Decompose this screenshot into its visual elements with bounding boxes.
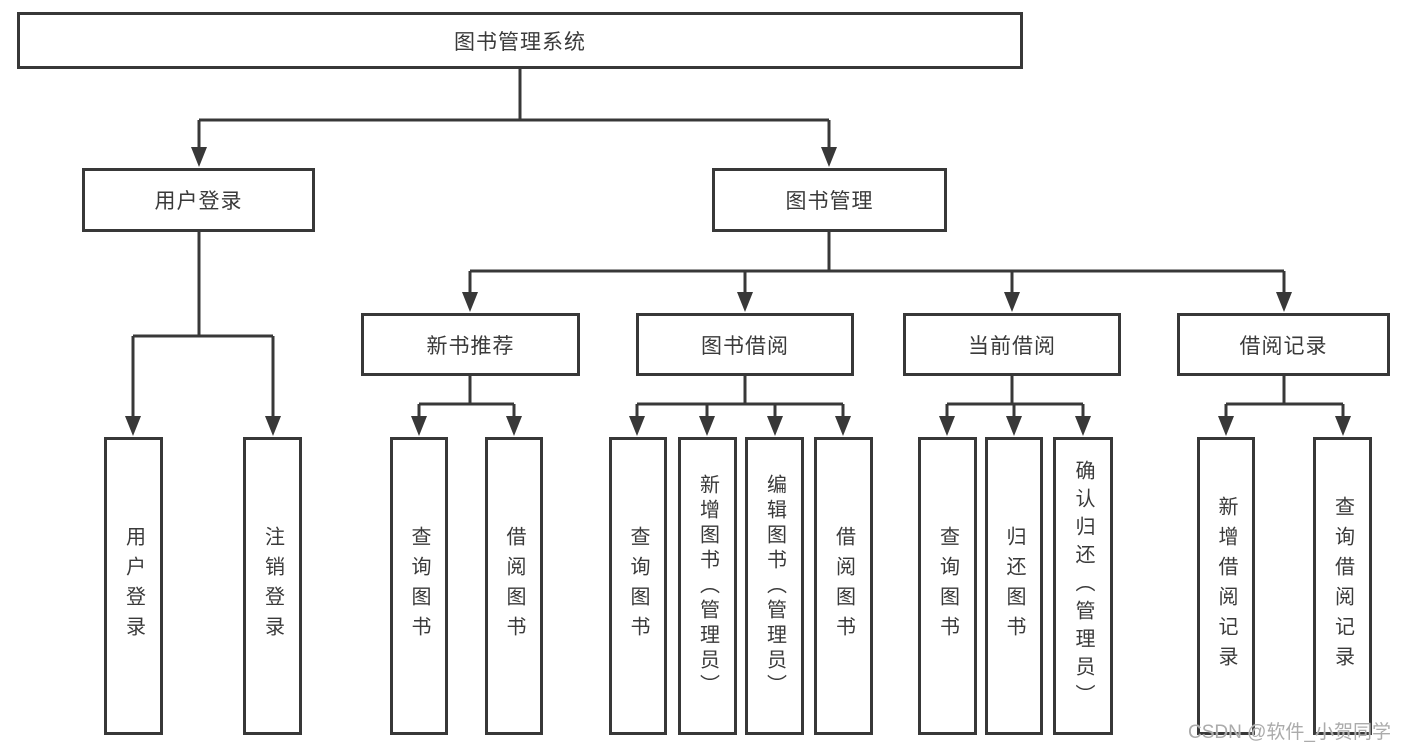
leaf-confirm-return-admin-label: 确认归还（管理员）	[1072, 460, 1094, 712]
leaf-logout-label: 注销登录	[261, 526, 284, 646]
leaf-query-books-3-label: 查询图书	[936, 526, 959, 646]
leaf-return-books: 归还图书	[985, 437, 1043, 735]
leaf-add-borrow-record-label: 新增借阅记录	[1215, 496, 1237, 676]
leaf-borrow-books-1-label: 借阅图书	[503, 526, 525, 646]
leaf-user-login-label: 用户登录	[122, 526, 145, 646]
leaf-return-books-label: 归还图书	[1003, 526, 1025, 646]
arrowhead-icons	[125, 147, 1351, 436]
node-new-book-recommend-label: 新书推荐	[426, 334, 515, 358]
node-book-borrowing-label: 图书借阅	[701, 334, 789, 358]
leaf-borrow-books-1: 借阅图书	[485, 437, 543, 735]
leaf-add-borrow-record: 新增借阅记录	[1197, 437, 1255, 735]
leaf-borrow-books-2: 借阅图书	[814, 437, 873, 735]
leaf-borrow-books-2-label: 借阅图书	[832, 526, 855, 646]
leaf-confirm-return-admin: 确认归还（管理员）	[1053, 437, 1113, 735]
leaf-query-books-2: 查询图书	[609, 437, 667, 735]
node-book-management-label: 图书管理	[785, 190, 874, 213]
leaf-query-borrow-record: 查询借阅记录	[1313, 437, 1372, 735]
node-book-management: 图书管理	[712, 168, 947, 232]
node-root-system: 图书管理系统	[17, 12, 1023, 69]
leaf-query-books-1-label: 查询图书	[408, 526, 430, 646]
node-new-book-recommend: 新书推荐	[361, 313, 580, 376]
leaf-edit-books-admin-label: 编辑图书（管理员）	[763, 473, 786, 699]
leaf-add-books-admin-label: 新增图书（管理员）	[696, 473, 719, 699]
leaf-query-books-3: 查询图书	[918, 437, 977, 735]
leaf-user-login: 用户登录	[104, 437, 163, 735]
csdn-watermark: CSDN @软件_小贺同学	[1188, 722, 1391, 743]
leaf-logout: 注销登录	[243, 437, 302, 735]
node-user-login-label: 用户登录	[154, 190, 243, 213]
leaf-query-borrow-record-label: 查询借阅记录	[1331, 496, 1354, 676]
node-borrowing-records: 借阅记录	[1177, 313, 1390, 376]
leaf-add-books-admin: 新增图书（管理员）	[678, 437, 737, 735]
node-borrowing-records-label: 借阅记录	[1239, 334, 1328, 358]
node-user-login: 用户登录	[82, 168, 315, 232]
node-current-borrowing-label: 当前借阅	[968, 334, 1056, 358]
leaf-query-books-2-label: 查询图书	[627, 526, 649, 646]
node-current-borrowing: 当前借阅	[903, 313, 1121, 376]
leaf-edit-books-admin: 编辑图书（管理员）	[745, 437, 804, 735]
node-root-label: 图书管理系统	[454, 30, 586, 54]
node-book-borrowing: 图书借阅	[636, 313, 854, 376]
leaf-query-books-1: 查询图书	[390, 437, 448, 735]
